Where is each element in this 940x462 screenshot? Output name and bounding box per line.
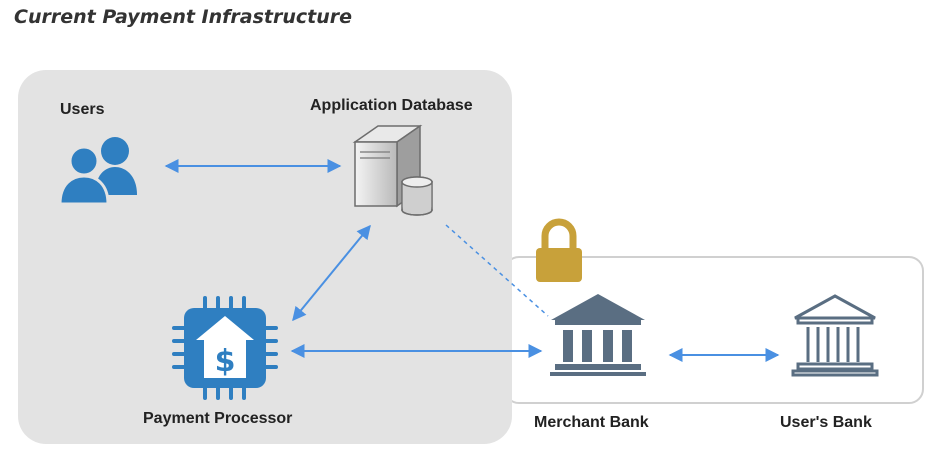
database-merchant-bank-dashed-link (445, 224, 549, 317)
users-bank-icon (791, 294, 879, 377)
payment-processor-label: Payment Processor (143, 410, 293, 427)
payment-processor-icon: $ (172, 296, 278, 400)
merchant-bank-icon (550, 294, 646, 376)
diagram-title: Current Payment Infrastructure (14, 6, 353, 28)
database-server-icon (352, 124, 433, 216)
users-icon (58, 137, 137, 206)
users-bank-label: User's Bank (780, 414, 872, 431)
users-label: Users (60, 101, 105, 118)
lock-icon (536, 218, 582, 282)
application-database-label: Application Database (310, 97, 473, 114)
database-processor-arrow (292, 224, 371, 322)
svg-text:$: $ (215, 344, 236, 379)
internal-zone (18, 70, 512, 444)
merchant-bank-label: Merchant Bank (534, 414, 649, 431)
